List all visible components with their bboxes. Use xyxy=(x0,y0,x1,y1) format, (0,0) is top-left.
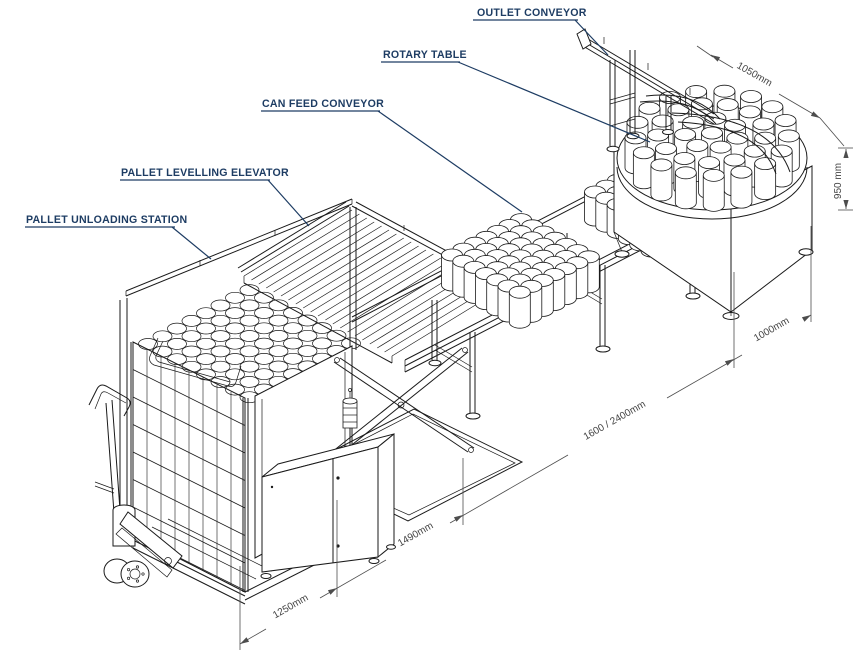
door-handle xyxy=(336,476,340,480)
dim-950-label: 950 mm xyxy=(833,163,844,199)
leader-pallet-levelling-elevator xyxy=(267,179,310,227)
label-pallet-unloading-station: PALLET UNLOADING STATION xyxy=(26,214,187,226)
dim-1000-label: 1000mm xyxy=(752,315,791,344)
leader-rotary-table xyxy=(457,61,651,143)
dim-1490-label: 1490mm xyxy=(396,520,435,549)
wheel-bolts xyxy=(126,565,145,583)
elevator-frame xyxy=(119,198,357,532)
label-pallet-levelling-elevator: PALLET LEVELLING ELEVATOR xyxy=(121,167,289,179)
can-group xyxy=(441,213,600,329)
outlet-conveyor xyxy=(576,28,721,153)
curve-guide xyxy=(671,112,791,173)
dimension-arrows xyxy=(240,55,849,644)
component-labels xyxy=(25,19,651,260)
stack-strap xyxy=(149,337,242,387)
label-rotary-table: ROTARY TABLE xyxy=(383,49,467,61)
rotary-table-cans xyxy=(624,84,800,212)
leader-outlet-conveyor xyxy=(574,19,609,56)
control-cabinet xyxy=(260,432,396,579)
leader-pallet-unloading-station xyxy=(171,226,212,260)
leader-can-feed-conveyor xyxy=(377,110,523,213)
dim-1250-label: 1250mm xyxy=(271,592,310,621)
label-can-feed-conveyor: CAN FEED CONVEYOR xyxy=(262,98,384,110)
dim-1050-label: 1050mm xyxy=(735,60,774,89)
label-outlet-conveyor: OUTLET CONVEYOR xyxy=(477,7,587,19)
pallet-truck xyxy=(88,384,183,588)
dim-1600-2400-label: 1600 / 2400mm xyxy=(582,399,648,443)
